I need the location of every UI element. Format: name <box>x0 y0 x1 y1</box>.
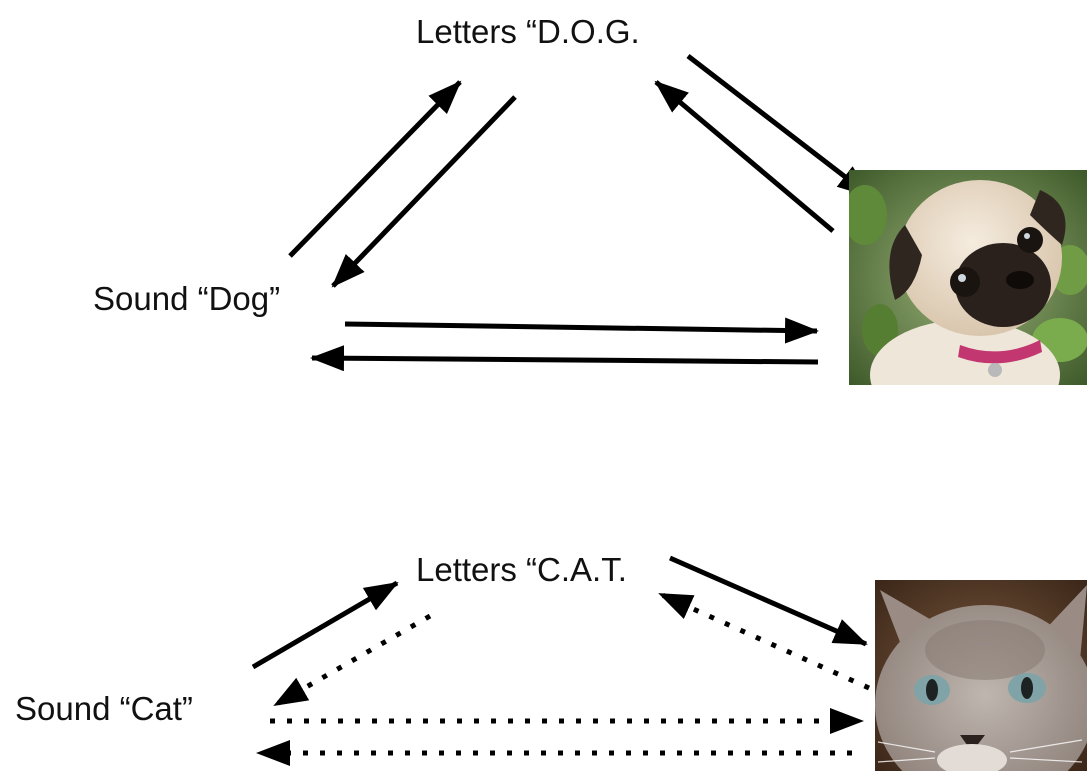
arrow-letters-to-sound-cat <box>273 613 432 708</box>
letters-dog-label: Letters “D.O.G. <box>416 13 640 50</box>
arrow-sound-to-letters-cat <box>251 580 399 670</box>
cat-solid-arrows <box>251 555 868 670</box>
cat-image <box>875 580 1087 771</box>
arrow-letters-to-picture-dog <box>686 54 872 198</box>
arrow-sound-to-picture-dog <box>344 317 819 344</box>
arrow-letters-to-picture-cat <box>668 555 868 647</box>
sound-dog-label: Sound “Dog” <box>93 280 281 317</box>
arrow-letters-to-sound-dog <box>331 95 517 288</box>
dog-image <box>849 170 1087 385</box>
arrow-picture-to-letters-dog <box>654 80 835 233</box>
arrow-picture-to-letters-cat <box>658 591 871 691</box>
cat-dotted-arrows <box>256 591 871 766</box>
dog-arrows <box>288 54 872 372</box>
sound-cat-label: Sound “Cat” <box>15 690 193 727</box>
arrow-picture-to-sound-dog <box>310 345 819 372</box>
arrow-sound-to-letters-dog <box>288 80 462 258</box>
letters-cat-label: Letters “C.A.T. <box>416 551 627 588</box>
